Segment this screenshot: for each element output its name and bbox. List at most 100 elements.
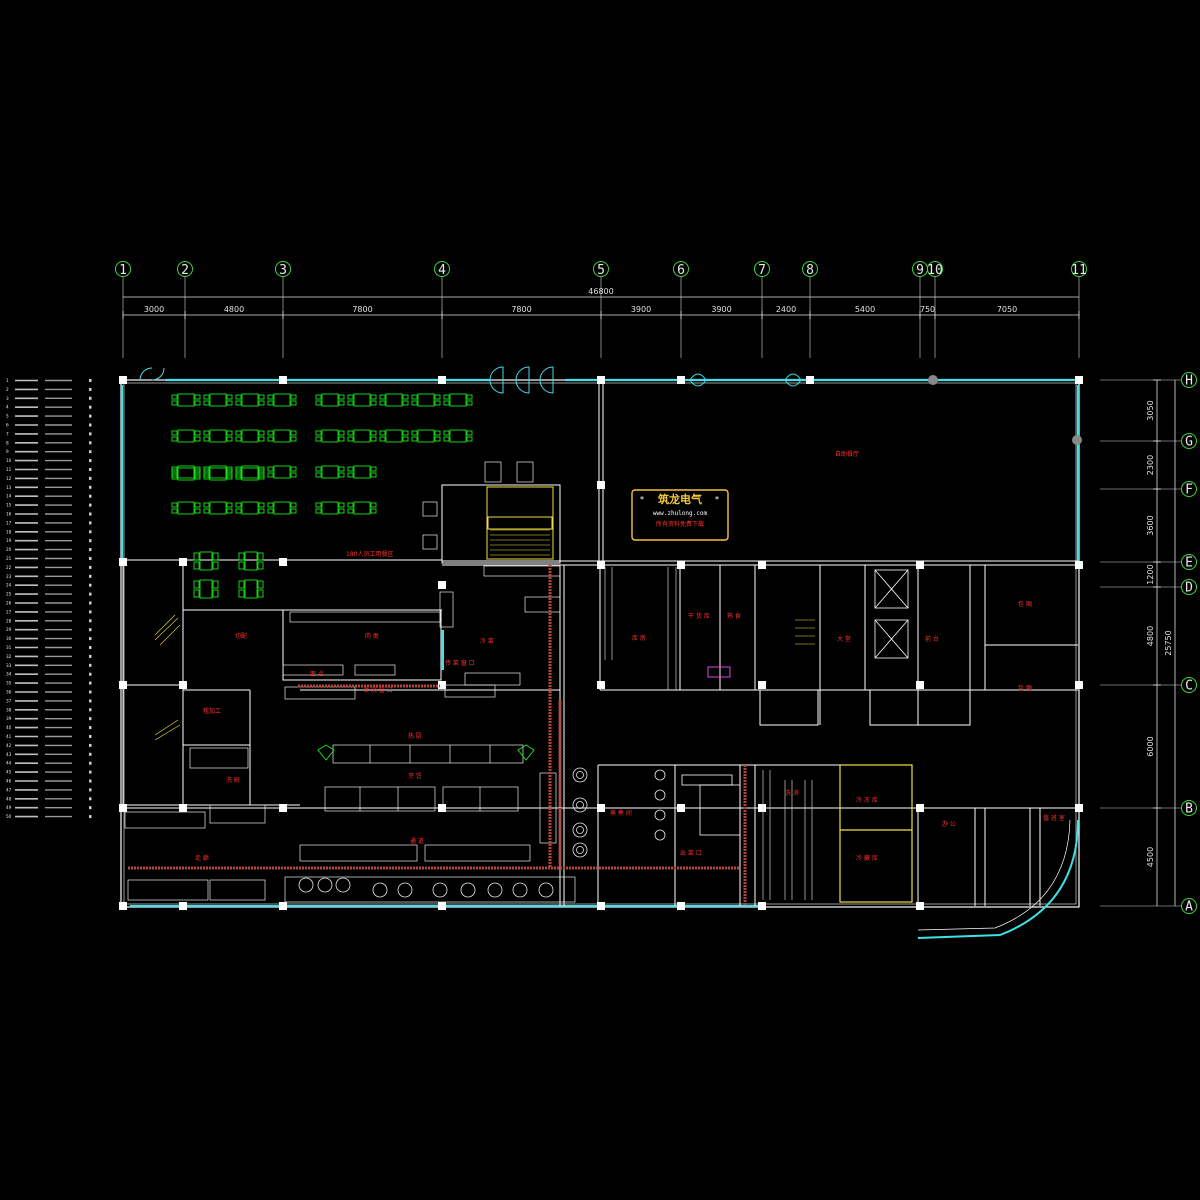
legend-row-number: 13 — [6, 485, 12, 490]
room-label: 切配 — [235, 633, 247, 640]
dining-table-set — [379, 393, 409, 407]
column-axis-label: 10 — [927, 263, 943, 278]
legend-row-number: 39 — [6, 716, 12, 721]
elevators — [681, 569, 909, 836]
legend-qty-mark — [89, 788, 92, 792]
legend-qty-mark — [89, 476, 92, 480]
row-axis-label: D — [1185, 581, 1193, 596]
interior-walls — [122, 383, 1078, 906]
span-dimension: 750 — [920, 305, 935, 314]
legend-qty-mark — [89, 708, 92, 712]
legend-qty-mark — [89, 672, 92, 676]
burner — [335, 877, 351, 893]
legend-qty-mark — [89, 735, 92, 738]
dining-table-set — [315, 501, 345, 515]
row-axis-label: E — [1185, 556, 1193, 571]
column-axis-label: 7 — [758, 263, 766, 278]
legend-qty-mark — [89, 557, 92, 560]
legend-qty-mark — [89, 743, 92, 747]
legend-qty-mark — [89, 690, 92, 694]
dining-booth — [238, 579, 264, 599]
column-bubble: 5 — [593, 261, 609, 278]
legend-qty-mark — [89, 761, 92, 765]
column-post — [597, 376, 605, 384]
legend-qty-mark — [89, 379, 92, 382]
legend-row-number: 48 — [6, 796, 12, 801]
room-label: 前 台 — [925, 635, 939, 643]
room-label: 办 公 — [942, 820, 956, 828]
legend-row-number: 21 — [6, 556, 12, 561]
dining-table-set — [267, 429, 297, 443]
dining-table-set — [235, 393, 265, 407]
room-label: 自助餐厅 — [835, 450, 859, 458]
legend-row-number: 35 — [6, 681, 12, 686]
legend-qty-mark — [89, 663, 92, 667]
steamer — [654, 829, 666, 841]
column-axis-label: 11 — [1071, 263, 1087, 278]
legend-qty-mark — [89, 387, 92, 391]
dining-table-set — [171, 467, 201, 481]
column-post — [806, 376, 814, 384]
legend-qty-mark — [89, 503, 92, 507]
row-bubble: A — [1181, 898, 1197, 915]
column-post — [279, 376, 287, 384]
star-icon: * — [640, 495, 644, 504]
legend-qty-mark — [89, 717, 92, 721]
legend-qty-mark — [89, 468, 92, 471]
row-axis-label: F — [1185, 483, 1193, 498]
legend-row-number: 29 — [6, 627, 12, 632]
logo-title: 筑龙电气 — [658, 492, 702, 506]
legend-qty-mark — [89, 521, 92, 525]
room-label: 干 货 库 — [688, 612, 710, 620]
legend-row-number: 50 — [6, 814, 12, 819]
legend-qty-mark — [89, 726, 92, 730]
legend-qty-mark — [89, 779, 92, 783]
legend-row-number: 9 — [6, 449, 9, 454]
dining-tables — [171, 393, 473, 599]
legend-row-number: 25 — [6, 592, 12, 597]
column-post — [677, 376, 685, 384]
span-dimension: 4800 — [1146, 626, 1155, 646]
room-label: 值 班 室 — [1043, 814, 1065, 822]
steam-pot — [572, 842, 588, 858]
legend-row-number: 45 — [6, 770, 12, 775]
row-axis-label: H — [1185, 374, 1193, 389]
legend-qty-mark — [89, 396, 92, 400]
column-bubble: 8 — [802, 261, 818, 278]
column-post — [438, 902, 446, 910]
round-column — [1072, 435, 1082, 445]
column-bubble: 1 — [115, 261, 131, 278]
legend-row-number: 36 — [6, 690, 12, 695]
legend-row-number: 17 — [6, 520, 12, 525]
room-label: 包 厢 — [1018, 600, 1032, 608]
cold-rooms — [839, 764, 913, 903]
dining-table-set — [267, 465, 297, 479]
legend-row-number: 40 — [6, 725, 12, 730]
dining-booth — [193, 579, 219, 599]
column-bubble: 2 — [177, 261, 193, 278]
dining-table-set — [171, 393, 201, 407]
dining-table-set — [347, 501, 377, 515]
room-label: 库 房 — [632, 634, 646, 642]
room-label: 冷 藏 库 — [856, 854, 878, 862]
legend-qty-mark — [89, 592, 92, 596]
legend-row-number: 20 — [6, 547, 12, 552]
steam-pot-inner — [576, 826, 584, 834]
column-post — [279, 902, 287, 910]
dining-table-set — [443, 393, 473, 407]
row-axis-label: B — [1185, 802, 1193, 817]
room-labels: 180人员工用餐区 自助餐厅 切配 肉 类 面 点 冷 菜 粗加工 热 厨 烹 … — [195, 450, 1065, 862]
legend-row-number: 47 — [6, 787, 12, 792]
span-dimension: 1200 — [1146, 564, 1155, 584]
legend-row-number: 8 — [6, 440, 9, 445]
column-post — [119, 902, 127, 910]
room-label: 洗 碗 — [226, 776, 240, 784]
legend-row-number: 26 — [6, 601, 12, 606]
room-label: 冷 菜 — [480, 637, 494, 645]
equipment-legend: 1234567891011121314151617181920212223242… — [6, 378, 92, 819]
dining-table-set — [203, 429, 233, 443]
